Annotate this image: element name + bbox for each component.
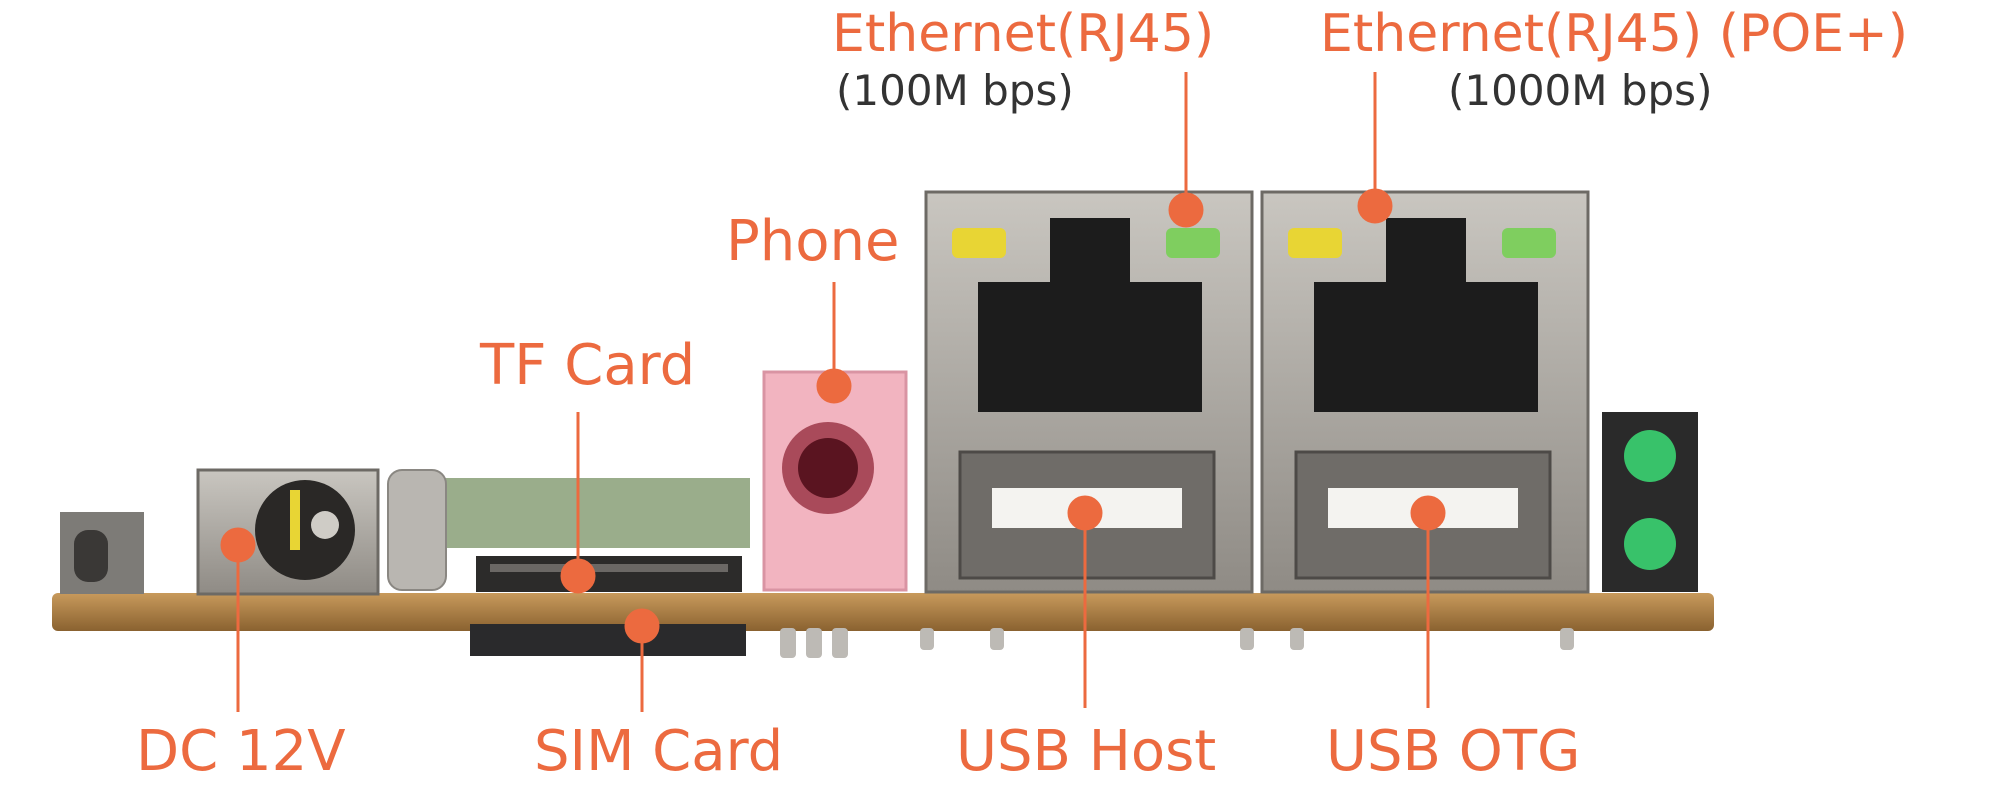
dot-tf (560, 558, 596, 594)
label-phone: Phone (726, 209, 900, 274)
reset-button-cap (74, 530, 108, 582)
solder-pins (780, 628, 1574, 658)
dot-eth1000 (1357, 188, 1393, 224)
pcb-board (52, 593, 1714, 631)
label-ethernet-1000m: Ethernet(RJ45) (POE+) (1320, 4, 1909, 64)
capacitor (387, 469, 447, 591)
label-usb-host: USB Host (956, 719, 1217, 784)
rj45-1000m-led-yellow (1288, 228, 1342, 258)
label-ethernet-1000m-speed: (1000M bps) (1448, 66, 1713, 115)
label-tf-card: TF Card (480, 333, 696, 398)
dot-sim (624, 608, 660, 644)
label-dc-12v: DC 12V (136, 719, 346, 784)
dot-usb-otg (1410, 495, 1446, 531)
sim-card-slot (470, 624, 746, 656)
dc-jack-pin (311, 511, 339, 539)
dot-usb-host (1067, 495, 1103, 531)
rj45-100m-led-yellow (952, 228, 1006, 258)
dot-eth100 (1168, 192, 1204, 228)
label-usb-otg: USB OTG (1326, 719, 1581, 784)
status-led-bottom (1624, 518, 1676, 570)
rj45-1000m-port (1314, 282, 1538, 412)
rj45-100m-led-green (1166, 228, 1220, 258)
label-ethernet-100m-speed: (100M bps) (836, 66, 1074, 115)
rj45-1000m-led-green (1502, 228, 1556, 258)
status-led-top (1624, 430, 1676, 482)
dot-dc (220, 527, 256, 563)
label-ethernet-100m: Ethernet(RJ45) (832, 4, 1215, 64)
rj45-100m-port (978, 282, 1202, 412)
dot-phone (816, 368, 852, 404)
tf-card-slot (476, 556, 742, 592)
label-sim-card: SIM Card (534, 719, 784, 784)
dc-jack-hole (255, 480, 355, 580)
pcb-green-area (440, 478, 750, 548)
dc-jack-marker (290, 490, 300, 550)
